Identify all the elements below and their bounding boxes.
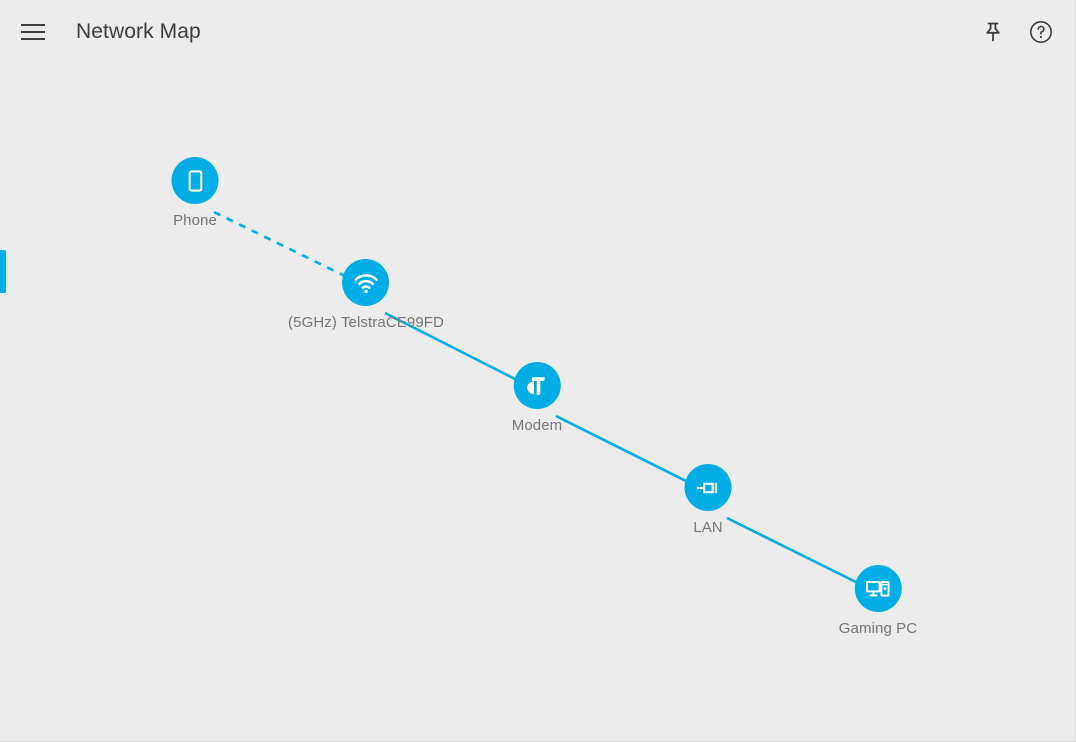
network-node-phone[interactable]: Phone (171, 157, 219, 229)
network-node-gaming-pc[interactable]: Gaming PC (839, 565, 917, 637)
hamburger-bar-2 (21, 31, 45, 33)
help-circle-icon[interactable] (1025, 16, 1057, 48)
page-title: Network Map (76, 20, 201, 43)
telstra-logo-icon (527, 376, 546, 395)
node-icon-circle (854, 565, 902, 612)
node-label: LAN (693, 519, 723, 536)
network-node-wifi-5ghz[interactable]: (5GHz) TelstraCE99FD (288, 259, 444, 331)
node-icon-circle (513, 362, 561, 409)
hamburger-bar-1 (21, 24, 45, 26)
left-edge-accent[interactable] (0, 250, 6, 293)
node-icon-circle (171, 157, 219, 204)
hamburger-bar-3 (21, 38, 45, 40)
header-actions (977, 16, 1057, 48)
link-modem-lan (555, 414, 691, 485)
network-node-modem[interactable]: Modem (512, 362, 563, 434)
network-node-lan[interactable]: LAN (684, 464, 732, 536)
hamburger-menu-icon[interactable] (16, 15, 50, 49)
node-label: Gaming PC (838, 620, 918, 637)
desktop-computer-icon (866, 580, 890, 597)
smartphone-icon (188, 169, 202, 192)
node-icon-circle (684, 464, 732, 511)
ethernet-plug-icon (696, 482, 717, 493)
network-map-canvas: Phone (5GHz) TelstraCE99FD (0, 64, 1075, 741)
node-label: Modem (511, 417, 563, 434)
node-label: (5GHz) TelstraCE99FD (288, 314, 444, 331)
node-label: Phone (173, 212, 217, 229)
app-header: Network Map (0, 0, 1075, 64)
wifi-icon (354, 273, 378, 293)
pin-icon[interactable] (977, 16, 1009, 48)
node-icon-circle (342, 259, 390, 306)
